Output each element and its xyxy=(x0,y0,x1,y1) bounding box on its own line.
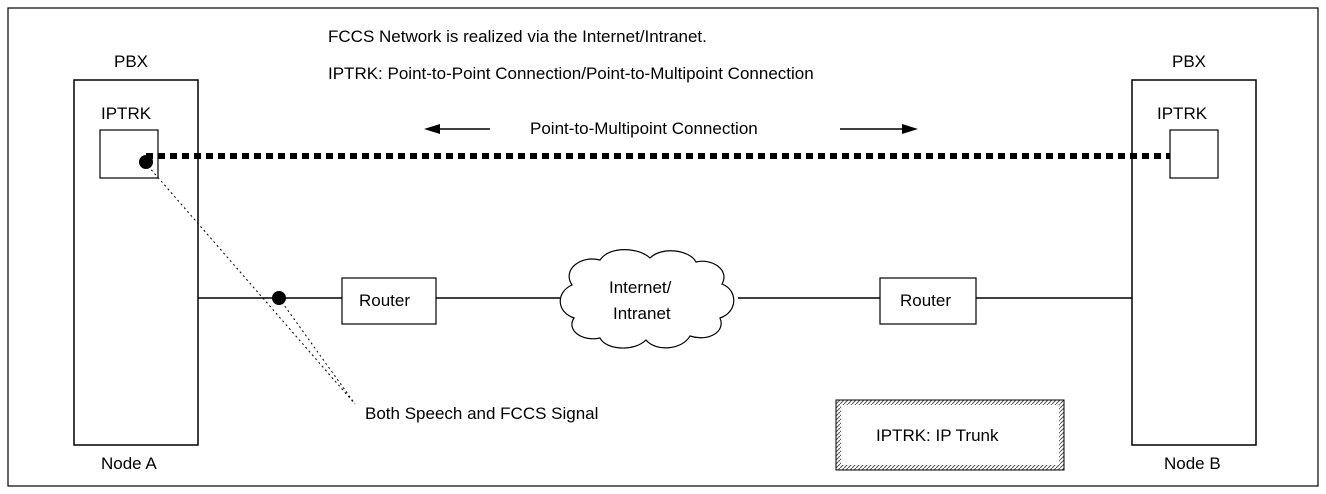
arrow-right-head xyxy=(902,124,918,134)
node-label-a: Node A xyxy=(101,454,157,473)
router-label-1: Router xyxy=(359,291,411,310)
iptrk-label-node-b: IPTRK xyxy=(1157,104,1208,123)
iptrk-box-node-b xyxy=(1169,129,1219,179)
header-line-1: FCCS Network is realized via the Interne… xyxy=(328,27,707,46)
router-box-2 xyxy=(879,277,977,325)
router-label-2: Router xyxy=(900,291,952,310)
arrow-left-head xyxy=(424,124,440,134)
iptrk-label-node-a: IPTRK xyxy=(101,104,152,123)
header-line-2: IPTRK: Point-to-Point Connection/Point-t… xyxy=(328,64,814,83)
legend-text: IPTRK: IP Trunk xyxy=(876,426,999,445)
pbx-label-node-b: PBX xyxy=(1172,52,1207,71)
cloud-label-line-2: Intranet xyxy=(613,304,671,323)
cloud-shape xyxy=(559,249,735,349)
outer-border xyxy=(7,7,1319,487)
signal-pointer-line-2 xyxy=(278,297,356,405)
cloud-label-line-1: Internet/ xyxy=(609,278,672,297)
iptrk-endpoint-dot xyxy=(139,155,153,169)
connection-label: Point-to-Multipoint Connection xyxy=(530,119,758,138)
node-label-b: Node B xyxy=(1164,454,1221,473)
signal-note: Both Speech and FCCS Signal xyxy=(365,404,599,423)
router-box-1 xyxy=(341,277,437,325)
pbx-label-node-a: PBX xyxy=(114,52,149,71)
